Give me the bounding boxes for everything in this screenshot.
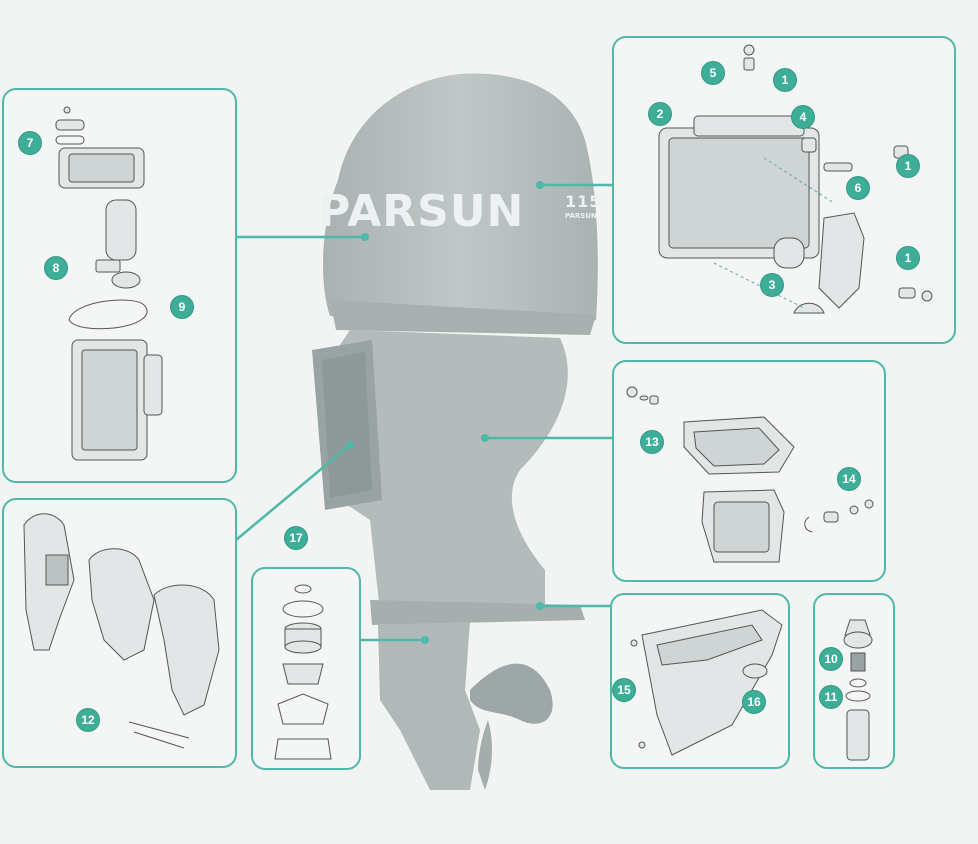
cowling-brand-text: PARSUN bbox=[318, 186, 525, 237]
callout-16[interactable]: 16 bbox=[743, 691, 765, 713]
callout-5[interactable]: 5 bbox=[702, 62, 724, 84]
callout-1[interactable]: 1 bbox=[774, 69, 796, 91]
fittings-parts-drawing bbox=[843, 619, 873, 761]
fuel-system-parts-drawing bbox=[55, 106, 163, 461]
model-brand: PARSUN bbox=[565, 212, 597, 220]
callout-11[interactable]: 11 bbox=[820, 686, 842, 708]
panel-bracket bbox=[2, 498, 237, 768]
panel-gearcase bbox=[610, 593, 790, 769]
callout-14[interactable]: 14 bbox=[838, 468, 860, 490]
callout-2[interactable]: 2 bbox=[649, 103, 671, 125]
callout-7[interactable]: 7 bbox=[19, 132, 41, 154]
callout-12[interactable]: 12 bbox=[77, 709, 99, 731]
gearcase-parts-drawing bbox=[630, 609, 783, 756]
callout-9[interactable]: 9 bbox=[171, 296, 193, 318]
panel-water-pump bbox=[251, 567, 361, 770]
panel-fittings bbox=[813, 593, 895, 769]
panel-fuel-system bbox=[2, 88, 237, 483]
callout-4[interactable]: 4 bbox=[792, 106, 814, 128]
powerhead-parts-drawing bbox=[658, 44, 933, 314]
model-number: 115 bbox=[565, 192, 602, 211]
water-pump-parts-drawing bbox=[274, 584, 332, 760]
callout-10[interactable]: 10 bbox=[820, 648, 842, 670]
callout-17[interactable]: 17 bbox=[285, 527, 307, 549]
bracket-parts-drawing bbox=[23, 513, 220, 749]
callout-1[interactable]: 1 bbox=[897, 155, 919, 177]
callout-6[interactable]: 6 bbox=[847, 177, 869, 199]
callout-1[interactable]: 1 bbox=[897, 247, 919, 269]
panel-powerhead bbox=[612, 36, 956, 344]
callout-13[interactable]: 13 bbox=[641, 431, 663, 453]
callout-15[interactable]: 15 bbox=[613, 679, 635, 701]
callout-8[interactable]: 8 bbox=[45, 257, 67, 279]
oil-pan-parts-drawing bbox=[626, 386, 874, 563]
callout-3[interactable]: 3 bbox=[761, 274, 783, 296]
